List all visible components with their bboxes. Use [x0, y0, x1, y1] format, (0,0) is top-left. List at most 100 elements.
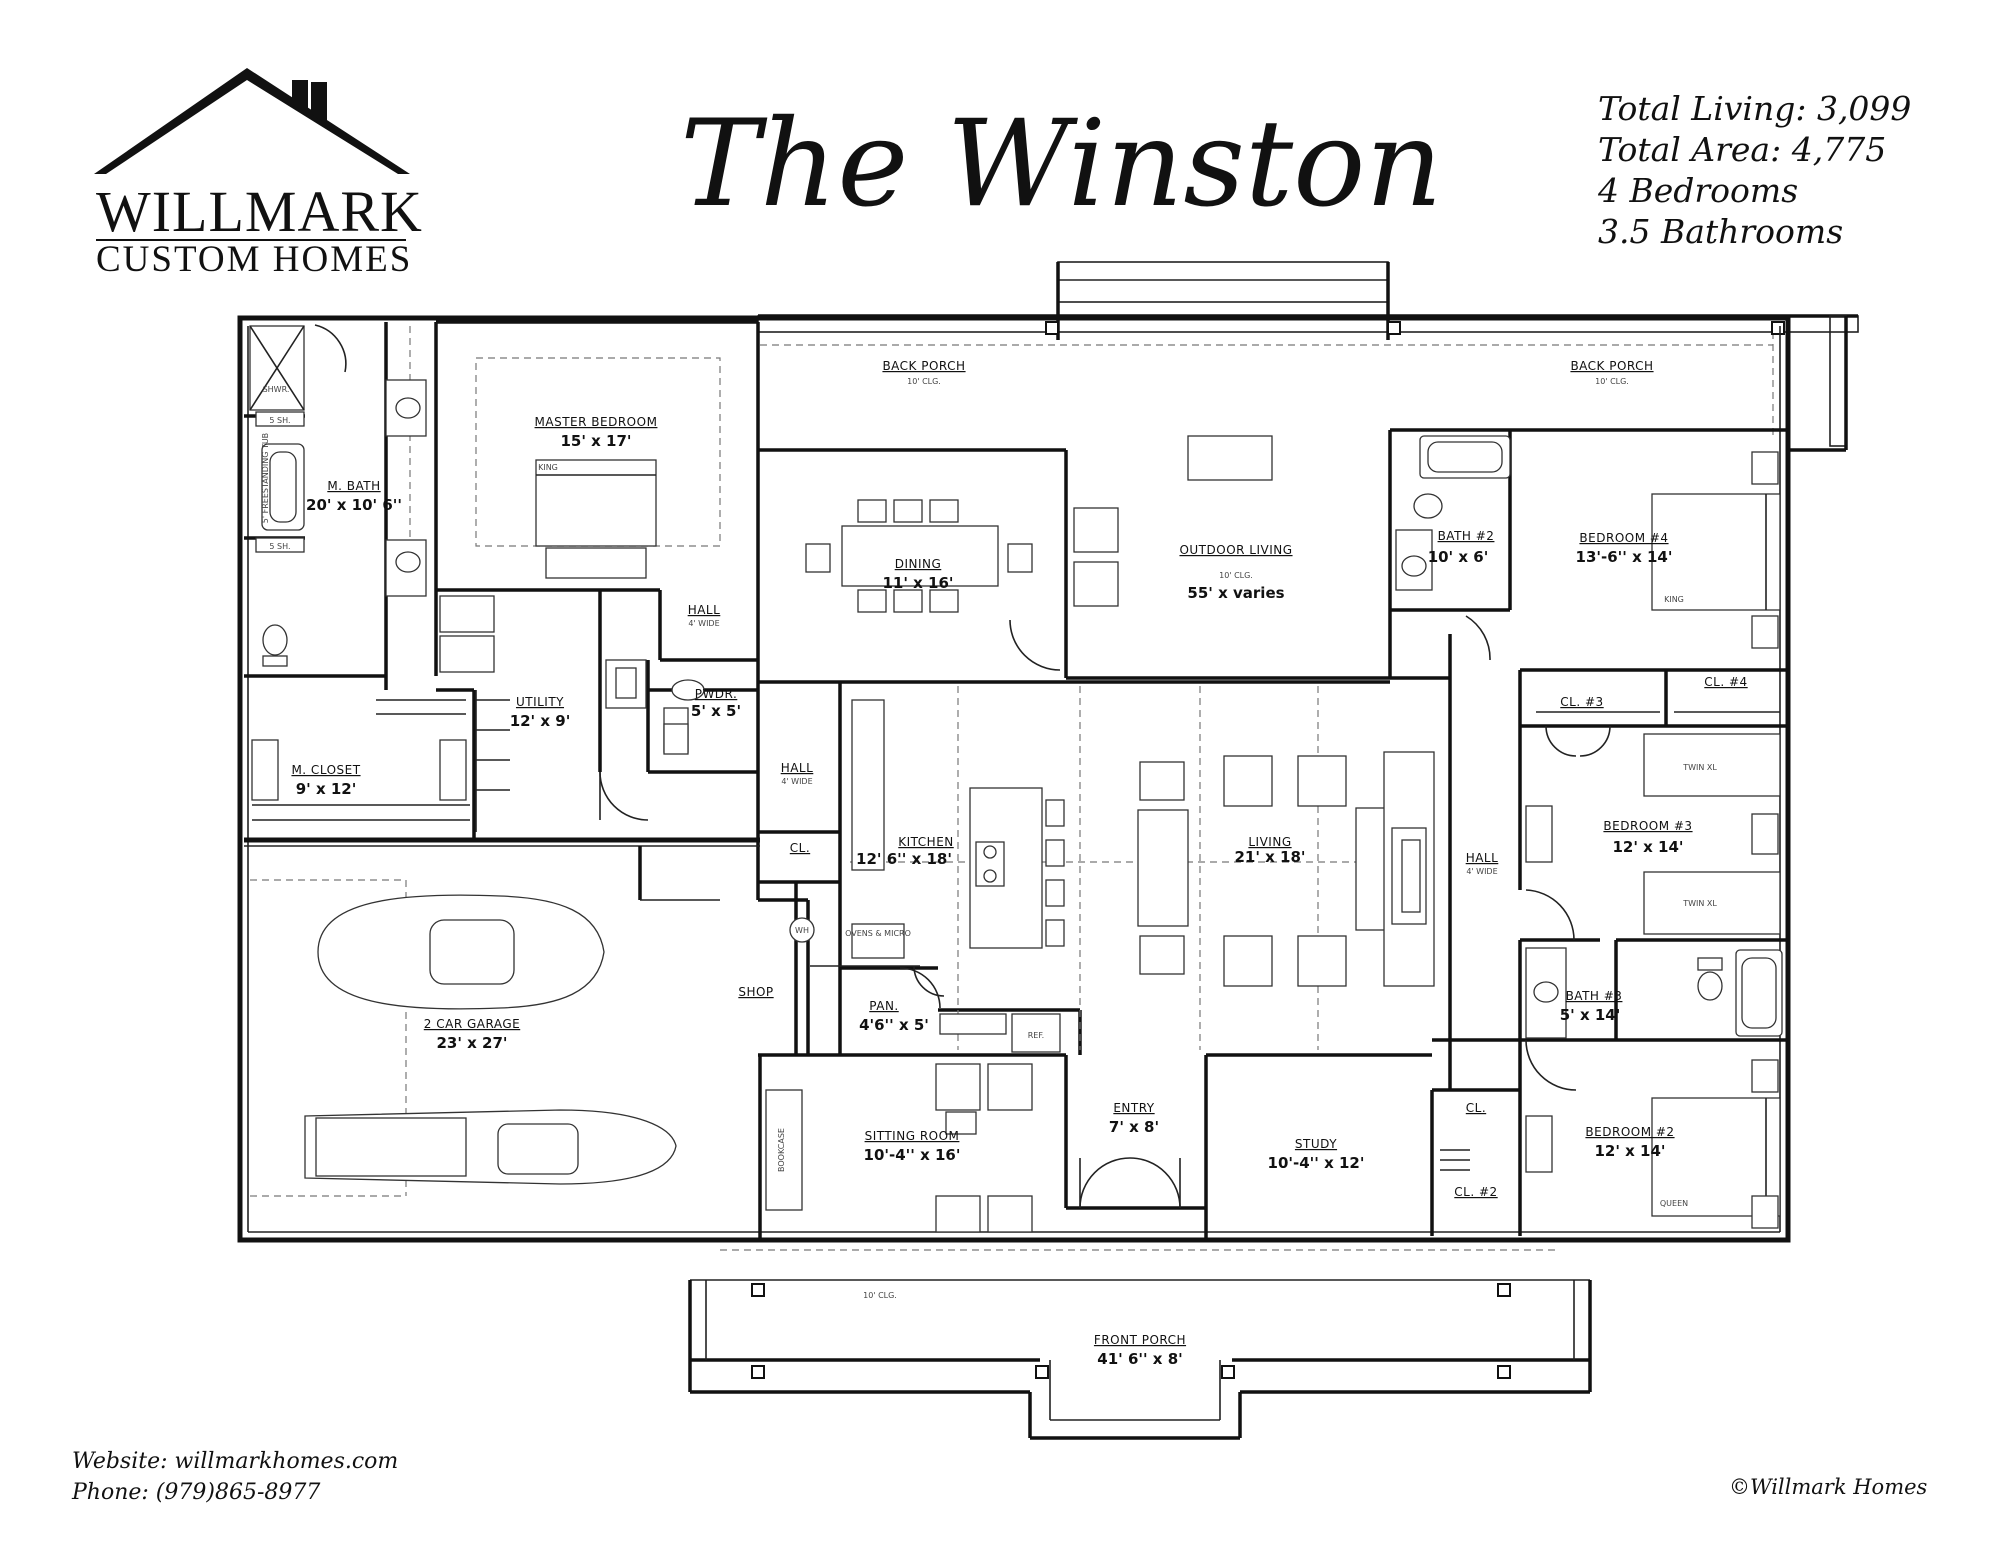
- dim-living: 21' x 18': [1234, 848, 1305, 866]
- dim-kitchen: 12' 6'' x 18': [856, 850, 952, 868]
- label-hall-mid: HALL: [781, 761, 814, 775]
- dim-m-closet: 9' x 12': [296, 780, 357, 798]
- label-front-porch-note: 10' CLG.: [863, 1291, 897, 1300]
- label-bedroom-4: BEDROOM #4: [1579, 531, 1668, 545]
- bath-3-fixtures: [1525, 947, 1783, 1039]
- dim-master-bedroom: 15' x 17': [560, 432, 631, 450]
- dim-dining: 11' x 16': [882, 574, 953, 592]
- logo-divider: [96, 239, 406, 241]
- label-front-porch: FRONT PORCH: [1094, 1333, 1186, 1347]
- label-dining: DINING: [895, 557, 942, 571]
- logo-wordmark: WILLMARK: [96, 179, 423, 244]
- bedroom-4-bed: KING: [1651, 451, 1781, 649]
- logo-subtitle: CUSTOM HOMES: [96, 239, 413, 280]
- master-bed-size-label: KING: [538, 463, 558, 472]
- label-back-porch-left: BACK PORCH: [882, 359, 965, 373]
- fridge-label: REF.: [1028, 1031, 1044, 1040]
- dim-utility: 12' x 9': [510, 712, 571, 730]
- living-furniture: [1137, 751, 1435, 987]
- dim-bath-3: 5' x 14': [1560, 1006, 1621, 1024]
- label-cl: CL.: [790, 841, 810, 855]
- label-cl-right: CL.: [1466, 1101, 1486, 1115]
- label-pan: PAN.: [869, 999, 898, 1013]
- dining-table: [805, 499, 1033, 613]
- dim-bath-2: 10' x 6': [1428, 548, 1489, 566]
- outdoor-furniture: [1009, 435, 1273, 671]
- garage-vehicles: [244, 845, 760, 1185]
- label-hall-top: HALL: [688, 603, 721, 617]
- label-m-bath: M. BATH: [327, 479, 380, 493]
- stat-bathrooms: 3.5 Bathrooms: [1598, 212, 1844, 251]
- label-shop: SHOP: [738, 985, 773, 999]
- phone-text: Phone: (979)865-8977: [72, 1480, 321, 1505]
- plan-stats: Total Living: 3,099 Total Area: 4,775 4 …: [1598, 88, 1911, 252]
- bench-bottom-label: 5 SH.: [269, 542, 290, 551]
- label-living: LIVING: [1248, 835, 1291, 849]
- contact-info: Website: willmarkhomes.com Phone: (979)8…: [72, 1446, 398, 1508]
- water-heater-label: WH: [795, 926, 809, 935]
- bedroom-2-bed-size-label: QUEEN: [1660, 1199, 1688, 1208]
- label-cl-2: CL. #2: [1454, 1185, 1497, 1199]
- label-cl-3: CL. #3: [1560, 695, 1603, 709]
- pantry-shelves: [810, 965, 945, 997]
- dim-bedroom-4: 13'-6'' x 14': [1576, 548, 1673, 566]
- label-pwdr: PWDR.: [695, 687, 738, 701]
- closet-shelves: [251, 699, 1780, 1171]
- label-bath-2: BATH #2: [1438, 529, 1495, 543]
- label-bedroom-3: BEDROOM #3: [1603, 819, 1692, 833]
- label-m-closet: M. CLOSET: [291, 763, 360, 777]
- label-outdoor-living-note: 10' CLG.: [1219, 571, 1253, 580]
- label-hall-top-note: 4' WIDE: [688, 619, 719, 628]
- bedroom-2-bed: QUEEN: [1525, 1039, 1781, 1229]
- shower-label: SHWR.: [263, 385, 290, 394]
- ovens-label: OVENS & MICRO: [845, 929, 911, 938]
- label-hall-right-note: 4' WIDE: [1466, 867, 1497, 876]
- dim-pan: 4'6'' x 5': [859, 1016, 929, 1034]
- bedroom-3-beds: TWIN XL TWIN XL: [1525, 725, 1781, 941]
- label-garage: 2 CAR GARAGE: [424, 1017, 520, 1031]
- kitchen-fixtures: OVENS & MICRO REF. WH: [789, 699, 1065, 1053]
- label-back-porch-left-note: 10' CLG.: [907, 377, 941, 386]
- front-porch-structure: [688, 1249, 1592, 1440]
- label-utility: UTILITY: [516, 695, 564, 709]
- master-bed: KING: [535, 459, 657, 579]
- label-sitting-room: SITTING ROOM: [865, 1129, 960, 1143]
- bench-top-label: 5 SH.: [269, 416, 290, 425]
- bath-2-fixtures: [1395, 435, 1511, 661]
- stat-bedrooms: 4 Bedrooms: [1598, 171, 1799, 210]
- dim-garage: 23' x 27': [436, 1034, 507, 1052]
- plan-title: The Winston: [680, 95, 1443, 234]
- stat-total-living: Total Living: 3,099: [1598, 89, 1912, 128]
- dim-m-bath: 20' x 10' 6'': [306, 496, 402, 514]
- label-outdoor-living: OUTDOOR LIVING: [1179, 543, 1292, 557]
- bedroom-3-bed-2-label: TWIN XL: [1682, 899, 1717, 908]
- label-bath-3: BATH #3: [1566, 989, 1623, 1003]
- room-labels: BACK PORCH 10' CLG. BACK PORCH 10' CLG. …: [261, 359, 1747, 1368]
- label-back-porch-right-note: 10' CLG.: [1595, 377, 1629, 386]
- label-bedroom-2: BEDROOM #2: [1585, 1125, 1674, 1139]
- interior-walls: [244, 320, 1788, 1240]
- dim-pwdr: 5' x 5': [691, 702, 741, 720]
- dim-sitting-room: 10'-4'' x 16': [864, 1146, 961, 1164]
- tub-label: 5' FREESTANDING TUB: [261, 433, 270, 523]
- sitting-room-furniture: BOOKCASE: [765, 1063, 1033, 1233]
- dim-entry: 7' x 8': [1109, 1118, 1159, 1136]
- label-kitchen: KITCHEN: [898, 835, 954, 849]
- dim-front-porch: 41' 6'' x 8': [1097, 1350, 1182, 1368]
- website-text: Website: willmarkhomes.com: [72, 1449, 399, 1474]
- bedroom-3-bed-1-label: TWIN XL: [1682, 763, 1717, 772]
- bookcase-label: BOOKCASE: [777, 1128, 786, 1172]
- dim-bedroom-2: 12' x 14': [1594, 1142, 1665, 1160]
- stat-total-area: Total Area: 4,775: [1598, 130, 1887, 169]
- label-master-bedroom: MASTER BEDROOM: [535, 415, 658, 429]
- label-cl-4: CL. #4: [1704, 675, 1747, 689]
- copyright-text: ©Willmark Homes: [1729, 1475, 1928, 1499]
- dim-bedroom-3: 12' x 14': [1612, 838, 1683, 856]
- dim-outdoor-living: 55' x varies: [1187, 584, 1284, 602]
- entry-doors: [1079, 1157, 1181, 1209]
- label-hall-mid-note: 4' WIDE: [781, 777, 812, 786]
- utility-fixtures: [439, 595, 705, 832]
- back-porch-railings: [757, 261, 1859, 452]
